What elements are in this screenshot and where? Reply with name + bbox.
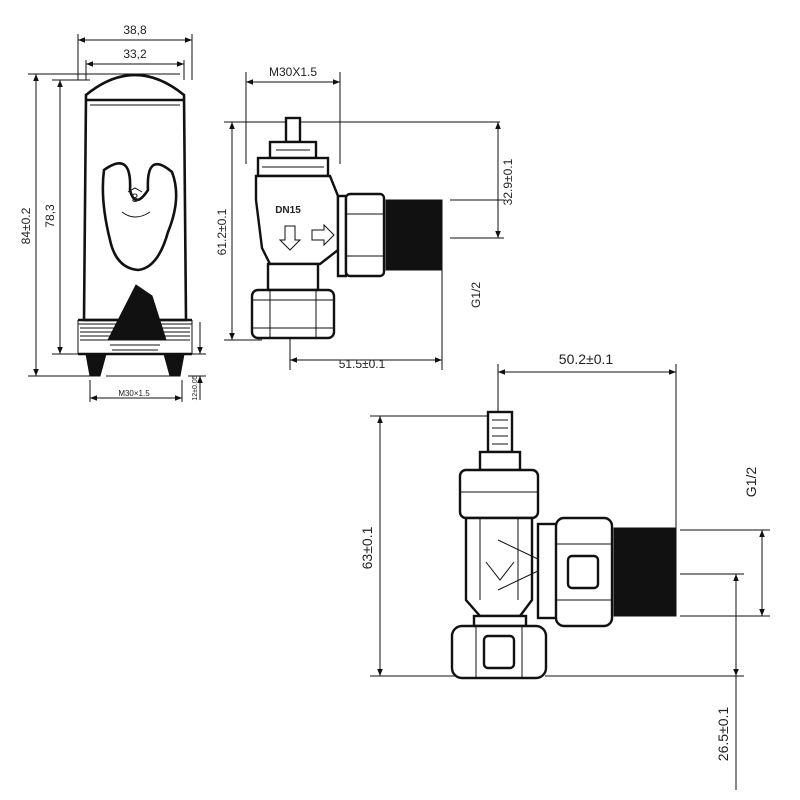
dim-total-height: 84±0.2 [19,207,33,244]
dim-thread-length: 12±0.05 [192,375,199,400]
head-grip-cutout [101,162,178,272]
head-cap-outline [82,73,188,322]
valve-side-view: DN15 M30X1.5 61.2±0.1 32.9±0.1 G1/2 51.5… [215,65,515,371]
valve-front-view: 50.2±0.1 63±0.1 G1/2 26.5±0.1 [359,351,770,790]
dim-front-connection: G1/2 [743,467,759,498]
dim-side-length: 51.5±0.1 [339,357,386,371]
dim-front-offset: 26.5±0.1 [715,707,731,762]
dim-side-height: 61.2±0.1 [215,208,229,255]
dim-pipe-dia: 32.9±0.1 [501,158,515,205]
dim-front-length: 50.2±0.1 [559,351,614,367]
dim-total-width: 38,8 [123,23,147,37]
thermostatic-head-view: 38,8 33,2 84±0.2 78,3 3 M30×1.5 12±0.05 [19,23,206,402]
dim-front-height: 63±0.1 [359,526,375,569]
dim-cap-height: 78,3 [43,204,57,228]
scale-mark: 3 [132,191,139,205]
dim-thread: M30×1.5 [118,389,150,398]
dim-inner-width: 33,2 [123,47,147,61]
svg-text:DN15: DN15 [275,205,301,216]
head-mechanism [107,284,167,341]
dim-thread-top: M30X1.5 [269,65,317,79]
dim-side-connection: G1/2 [469,282,483,308]
